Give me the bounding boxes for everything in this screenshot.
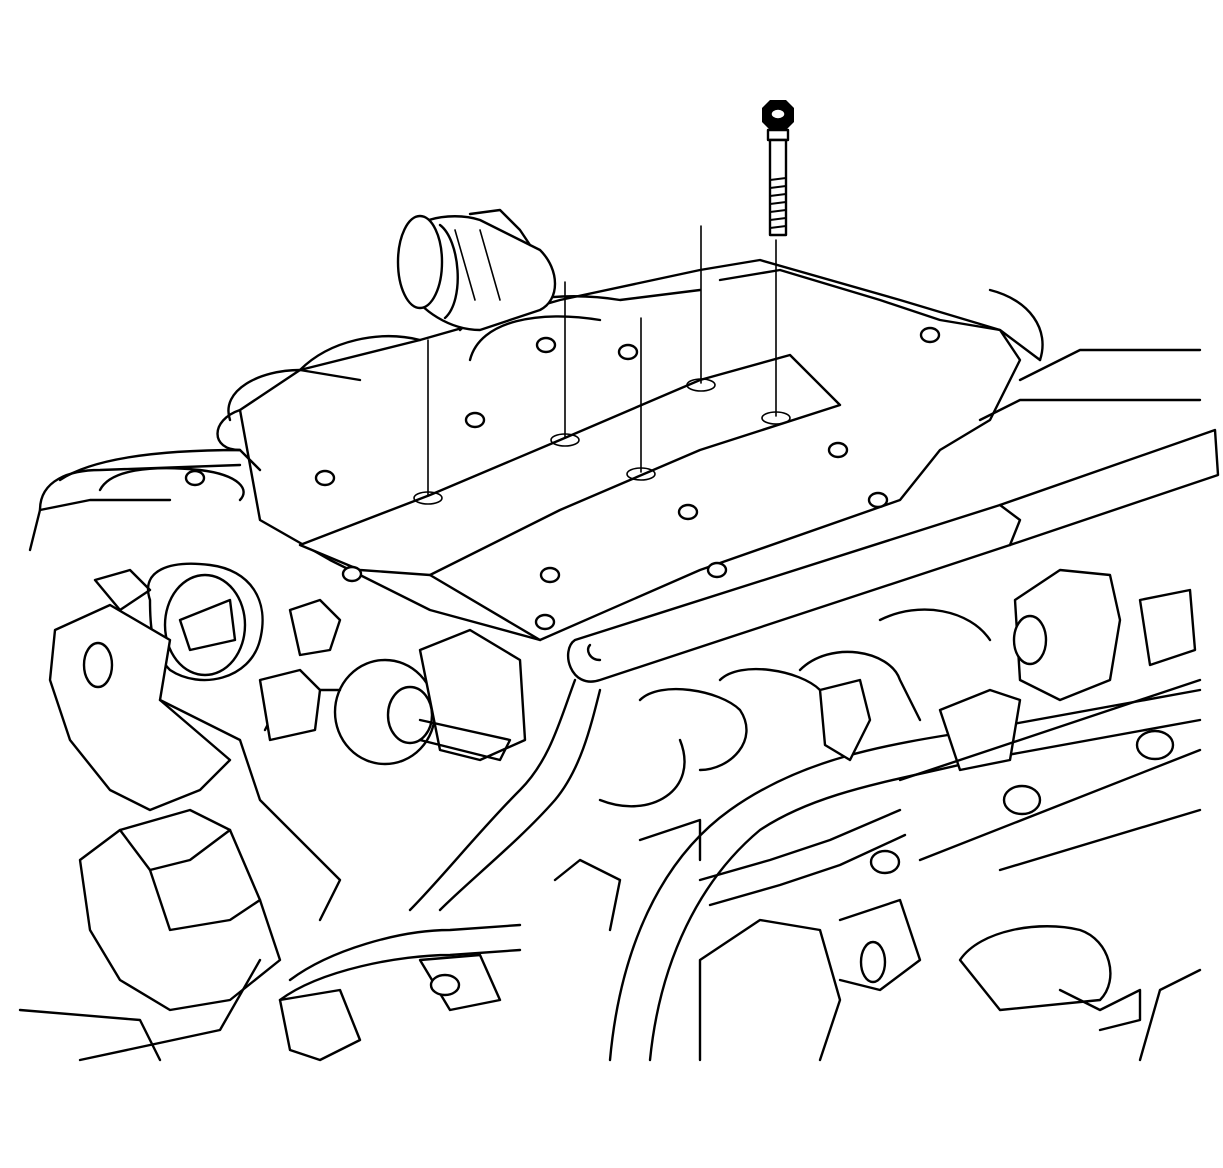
intake-hose — [396, 208, 557, 332]
mounting-nuts — [184, 326, 941, 631]
ignition-coil — [78, 808, 282, 1012]
idle-air-control-valve — [258, 598, 527, 766]
throttle-body — [93, 562, 264, 682]
hose-clamp — [278, 925, 1142, 1062]
engine-block-details — [18, 348, 1202, 1062]
intake-runners — [598, 608, 992, 808]
valve-cover — [869, 678, 1202, 875]
mounting-bracket — [48, 603, 342, 922]
alignment-lines — [427, 225, 777, 497]
fuel-rail — [566, 428, 1220, 683]
manifold-cover-plate — [298, 353, 842, 642]
bolt-icon — [762, 100, 794, 237]
fuel-injector-assembly — [818, 568, 1197, 772]
